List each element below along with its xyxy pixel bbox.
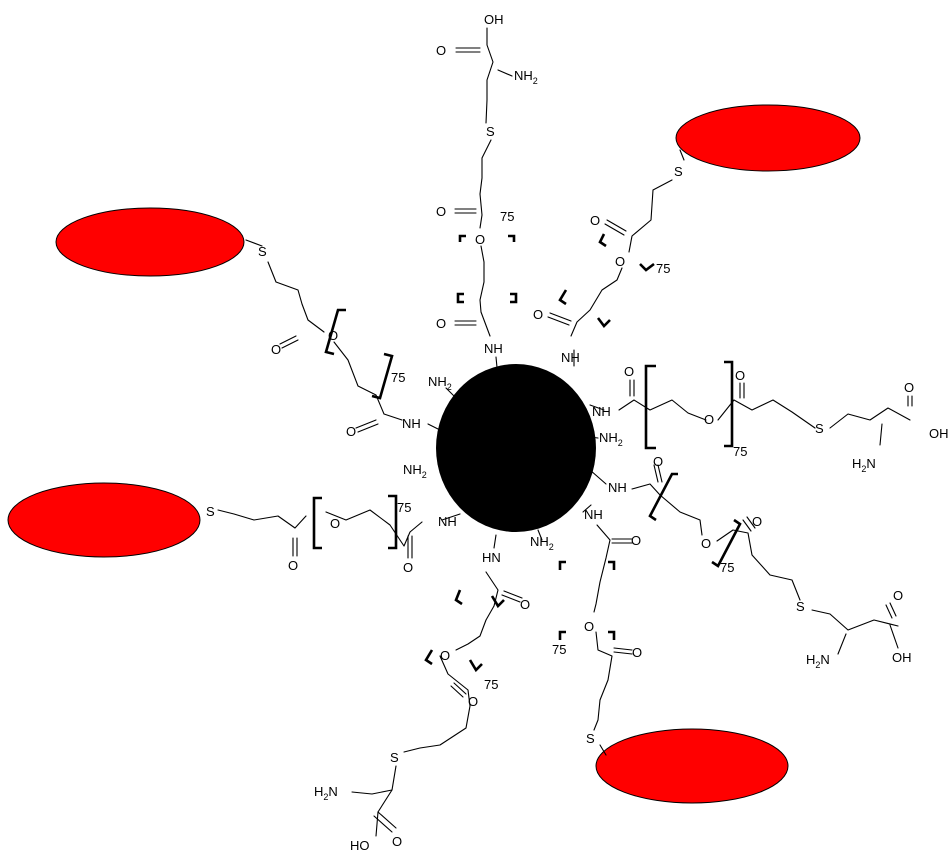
label-75-ll: 75	[397, 500, 411, 515]
repeat-brackets	[312, 233, 742, 673]
label-o-ll-amide: O	[403, 560, 413, 575]
protein-top-right	[675, 104, 861, 172]
label-o-bl-ether: O	[440, 648, 450, 663]
label-o-br-amide: O	[631, 533, 641, 548]
label-nh2-bottom: NH2	[530, 534, 554, 552]
label-o-ll-ether: O	[330, 516, 340, 531]
label-o-rl-carbonyl: O	[752, 514, 762, 529]
label-75-lu: 75	[391, 370, 405, 385]
protein-left-lower	[7, 482, 201, 558]
label-s-top: S	[486, 124, 495, 139]
label-o-rl-acid: O	[893, 588, 903, 603]
nanoparticle-core	[436, 364, 596, 532]
label-nh-left-lower: NH	[438, 514, 457, 529]
label-oh-right: OH	[929, 426, 948, 441]
protein-bottom-right	[595, 728, 789, 804]
label-nh-rl: NH	[608, 480, 627, 495]
label-nh2-top: NH2	[514, 68, 538, 86]
label-s-lu: S	[258, 244, 267, 259]
label-75-br: 75	[552, 642, 566, 657]
label-oh-top: OH	[484, 12, 504, 27]
label-o-tr-ether: O	[615, 254, 625, 269]
label-h2n-rl: H2N	[806, 652, 830, 670]
atom-labels: OH O NH2 S O O O NH 75 S O O 75 O NH O N…	[206, 12, 948, 853]
label-s-rl: S	[796, 599, 805, 614]
label-o-rl-ether: O	[701, 536, 711, 551]
label-o-rl-amide: O	[653, 454, 663, 469]
label-75-bl: 75	[484, 677, 498, 692]
label-o-bl-amide: O	[520, 597, 530, 612]
label-oh-rl: OH	[892, 650, 912, 665]
label-o-br-carbonyl: O	[632, 645, 642, 660]
label-s-right: S	[815, 421, 824, 436]
label-75-rl: 75	[720, 560, 734, 575]
label-nh2-left: NH2	[403, 462, 427, 480]
label-nh2-right: NH2	[599, 430, 623, 448]
label-o-top-carbonyl: O	[436, 204, 446, 219]
label-75-tr: 75	[656, 261, 670, 276]
label-o-top-ether: O	[475, 232, 485, 247]
label-75-right: 75	[733, 444, 747, 459]
label-o-tr-carbonyl: O	[590, 213, 600, 228]
label-h2n-right: H2N	[852, 456, 876, 474]
label-h2n-bl: H2N	[314, 784, 338, 802]
label-s-top-right: S	[674, 164, 683, 179]
label-s-ll: S	[206, 504, 215, 519]
label-o-right-ether: O	[704, 412, 714, 427]
label-o-tr-amide: O	[533, 307, 543, 322]
label-s-bl: S	[390, 750, 399, 765]
label-o-right-acid: O	[904, 380, 914, 395]
label-o-top-acid: O	[436, 43, 446, 58]
chemical-bonds	[217, 27, 913, 837]
label-o-lu-carbonyl: O	[271, 342, 281, 357]
label-o-lu-amide: O	[346, 424, 356, 439]
protein-left-upper	[55, 207, 245, 277]
label-o-br-ether: O	[584, 619, 594, 634]
label-ho-bl: HO	[350, 838, 370, 853]
label-nh-top: NH	[484, 341, 503, 356]
label-nh-br: NH	[584, 507, 603, 522]
label-nh-tr: NH	[561, 350, 580, 365]
label-o-bl-acid: O	[392, 834, 402, 849]
label-hn-bottom: HN	[482, 550, 501, 565]
label-o-lu-ether: O	[328, 328, 338, 343]
label-o-bl-carbonyl: O	[468, 694, 478, 709]
label-o-right-amide: O	[624, 364, 634, 379]
label-o-ll-carbonyl: O	[288, 558, 298, 573]
label-75-top: 75	[500, 209, 514, 224]
label-nh2-left-upper: NH2	[428, 374, 452, 392]
label-o-top-amide: O	[436, 316, 446, 331]
label-nh-right: NH	[592, 404, 611, 419]
label-nh-left-upper: NH	[402, 416, 421, 431]
label-o-right-carbonyl: O	[735, 368, 745, 383]
label-s-br: S	[586, 731, 595, 746]
